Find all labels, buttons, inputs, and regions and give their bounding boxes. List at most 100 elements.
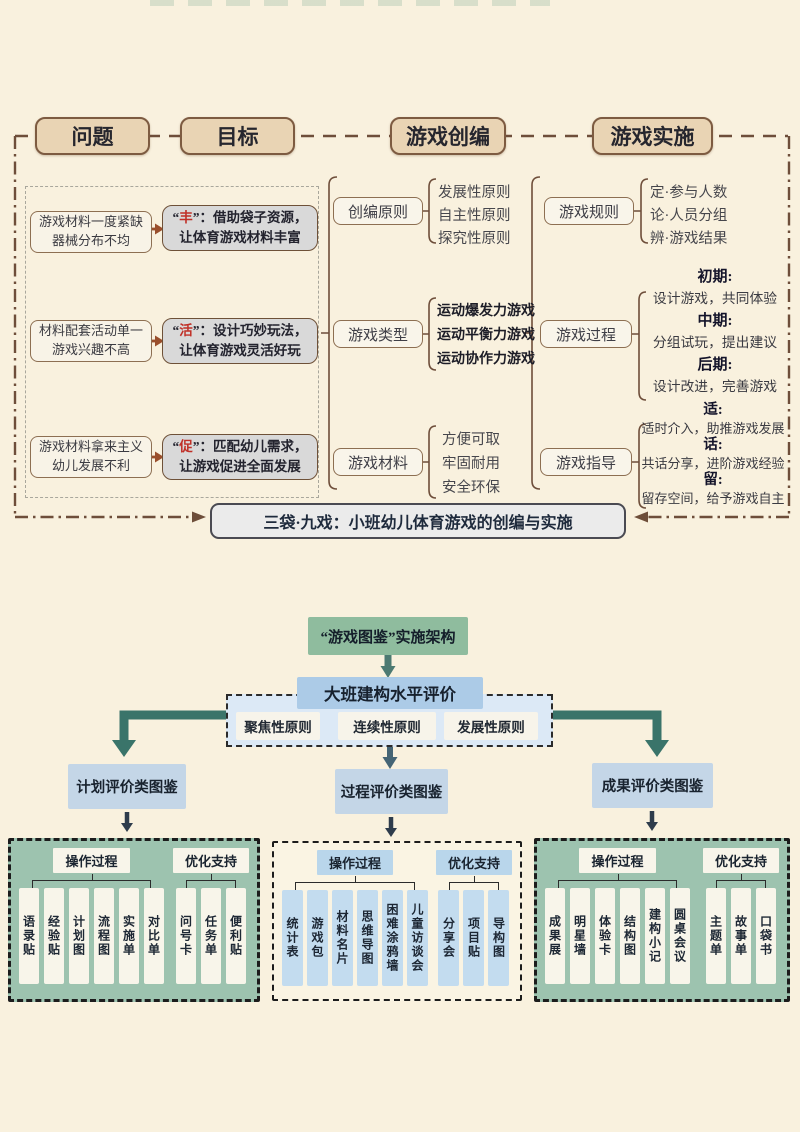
panel-outcome: 操作过程 成果展 明星墙 体验卡 结构图 建构小记 圆桌会议 优化支持 主题单 …	[534, 838, 790, 1002]
problem-3-line2: 幼儿发展不利	[51, 458, 130, 473]
plan-branch-arrow-head-icon	[121, 823, 133, 832]
target-box-1: “丰”：借助袋子资源， 让体育游戏材料丰富	[162, 205, 318, 251]
card: 问号卡	[175, 888, 196, 984]
guide-bracket	[632, 423, 647, 509]
rule-item-2: 论·人员分组	[650, 208, 728, 224]
card: 便利贴	[225, 888, 246, 984]
teal-branch-right	[552, 710, 662, 740]
target-3-key: 促	[179, 438, 193, 454]
material-item-3: 安全环保	[442, 480, 500, 496]
principle-item-1: 发展性原则	[438, 185, 511, 201]
panel-process-opt-header: 优化支持	[435, 850, 512, 875]
banner-arrow-left-icon	[192, 511, 206, 523]
game-type-box: 游戏类型	[333, 320, 423, 348]
arrow-2-head-icon	[155, 335, 164, 347]
rule-bracket	[634, 178, 649, 244]
card: 语录贴	[19, 888, 39, 984]
panel-process-op-group: 操作过程 统计表 游戏包 材料名片 思维导图 困难涂鸦墙 儿童访谈会	[282, 850, 428, 993]
header-game-implementation: 游戏实施	[592, 117, 713, 155]
card: 建构小记	[645, 888, 665, 984]
target-3-line2: 让游戏促进全面发展	[179, 459, 301, 474]
guide-phase-1-label: 适:	[703, 402, 723, 418]
guide-phase-3-label: 留:	[703, 472, 723, 488]
card: 流程图	[94, 888, 114, 984]
game-material-box: 游戏材料	[333, 448, 423, 476]
panel-process: 操作过程 统计表 游戏包 材料名片 思维导图 困难涂鸦墙 儿童访谈会 优化支持 …	[272, 841, 522, 1001]
card: 困难涂鸦墙	[382, 890, 403, 986]
game-guide-box: 游戏指导	[540, 448, 632, 476]
problem-1-line2: 器械分布不均	[51, 233, 130, 248]
card: 儿童访谈会	[407, 890, 428, 986]
card: 结构图	[620, 888, 640, 984]
target-1-key: 丰	[179, 209, 193, 225]
top-edge-dashes-decoration	[150, 0, 550, 6]
process-branch-arrow-head-icon	[385, 828, 397, 837]
evaluation-box: 大班建构水平评价	[297, 677, 483, 709]
type-bracket	[423, 297, 437, 371]
card: 经验贴	[44, 888, 64, 984]
panel-plan-opt-group: 优化支持 问号卡 任务单 便利贴	[172, 848, 249, 993]
branch-box-process: 过程评价类图鉴	[335, 769, 448, 814]
rule-item-3: 辨·游戏结果	[650, 231, 728, 247]
card: 故事单	[730, 888, 751, 984]
card: 体验卡	[595, 888, 615, 984]
header-game-creation: 游戏创编	[390, 117, 506, 155]
panel-plan-op-connector	[25, 874, 158, 888]
material-item-2: 牢固耐用	[442, 456, 500, 472]
problem-2-line2: 游戏兴趣不高	[51, 342, 130, 357]
guide-phase-2-label: 话:	[703, 437, 723, 453]
implementation-big-bracket	[524, 176, 541, 490]
title-down-arrow-head-icon	[380, 666, 396, 678]
game-process-box: 游戏过程	[540, 320, 632, 348]
branch-box-plan: 计划评价类图鉴	[68, 764, 186, 809]
card: 思维导图	[357, 890, 378, 986]
process-phases: 初期: 设计游戏，共同体验 中期: 分组试玩，提出建议 后期: 设计改进，完善游…	[640, 266, 790, 398]
process-phase-2-desc: 分组试玩，提出建议	[652, 335, 778, 350]
card: 主题单	[705, 888, 726, 984]
center-down-arrow-head-icon	[382, 757, 398, 769]
type-item-3: 运动协作力游戏	[437, 352, 535, 367]
card: 材料名片	[332, 890, 353, 986]
card: 项目贴	[463, 890, 485, 986]
panel-outcome-op-header: 操作过程	[579, 848, 656, 873]
game-rule-box: 游戏规则	[544, 197, 634, 225]
process-phase-3-label: 后期:	[697, 357, 733, 373]
card: 计划图	[69, 888, 89, 984]
creation-big-bracket	[321, 176, 338, 490]
header-goal: 目标	[180, 117, 295, 155]
target-box-2: “活”：设计巧妙玩法， 让体育游戏灵活好玩	[162, 318, 318, 364]
guide-phases: 适: 适时介入，助推游戏发展 话: 共话分享，进阶游戏经验 留: 留存空间，给予…	[633, 402, 793, 507]
card: 统计表	[282, 890, 303, 986]
problem-1-line1: 游戏材料一度紧缺	[38, 214, 143, 230]
panel-process-op-header: 操作过程	[316, 850, 393, 875]
panel-outcome-opt-group: 优化支持 主题单 故事单 口袋书	[702, 848, 779, 993]
bottom-title-box: “游戏图鉴”实施架构	[308, 617, 468, 655]
panel-outcome-op-connector	[551, 874, 684, 888]
summary-banner: 三袋·九戏：小班幼儿体育游戏的创编与实施	[210, 503, 626, 539]
process-phase-1-desc: 设计游戏，共同体验	[652, 291, 778, 306]
principle-box-continuity: 连续性原则	[338, 712, 436, 740]
problem-box-1: 游戏材料一度紧缺 器械分布不均	[30, 211, 152, 253]
guide-phase-3-desc: 留存空间，给予游戏自主	[641, 490, 785, 506]
target-3-line1: “促”：匹配幼儿需求，	[172, 438, 308, 454]
card: 圆桌会议	[670, 888, 690, 984]
problem-2-line1: 材料配套活动单一	[38, 323, 143, 339]
problem-box-3: 游戏材料拿来主义 幼儿发展不利	[30, 436, 152, 478]
card: 导构图	[488, 890, 510, 986]
material-bracket	[423, 425, 437, 499]
target-2-key: 活	[179, 322, 193, 338]
card: 分享会	[438, 890, 460, 986]
panel-plan-op-group: 操作过程 语录贴 经验贴 计划图 流程图 实施单 对比单	[19, 848, 164, 993]
card: 口袋书	[755, 888, 776, 984]
panel-plan-opt-header: 优化支持	[172, 848, 249, 873]
target-box-3: “促”：匹配幼儿需求， 让游戏促进全面发展	[162, 434, 318, 480]
card: 任务单	[200, 888, 221, 984]
panel-outcome-opt-header: 优化支持	[702, 848, 779, 873]
panel-process-op-connector	[288, 876, 422, 890]
teal-branch-left	[119, 710, 226, 740]
guide-phase-1-desc: 适时介入，助推游戏发展	[641, 420, 785, 436]
panel-outcome-op-group: 操作过程 成果展 明星墙 体验卡 结构图 建构小记 圆桌会议	[545, 848, 690, 993]
type-item-2: 运动平衡力游戏	[437, 328, 535, 343]
